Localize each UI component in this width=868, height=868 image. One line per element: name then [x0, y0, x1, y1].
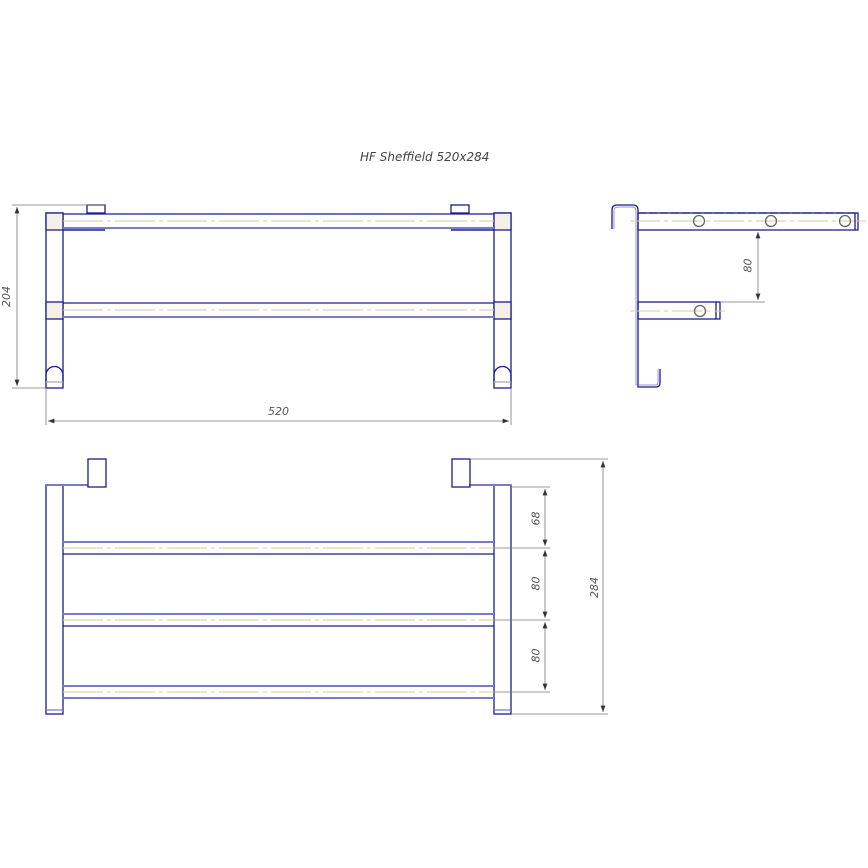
- dim-top-gap-80-a: 80: [529, 576, 543, 591]
- drawing-title: HF Sheffield 520x284: [360, 150, 490, 164]
- dim-top-gap-80-b: 80: [529, 648, 543, 663]
- dim-width-520: 520: [268, 405, 289, 418]
- top-view: [45, 458, 512, 715]
- front-view: [45, 204, 512, 389]
- dim-side-spacing-80: 80: [741, 258, 755, 273]
- side-view: [611, 204, 866, 388]
- dim-depth-284: 284: [588, 577, 601, 598]
- dim-top-gap-68: 68: [529, 511, 543, 526]
- dim-height-204: 204: [0, 286, 13, 307]
